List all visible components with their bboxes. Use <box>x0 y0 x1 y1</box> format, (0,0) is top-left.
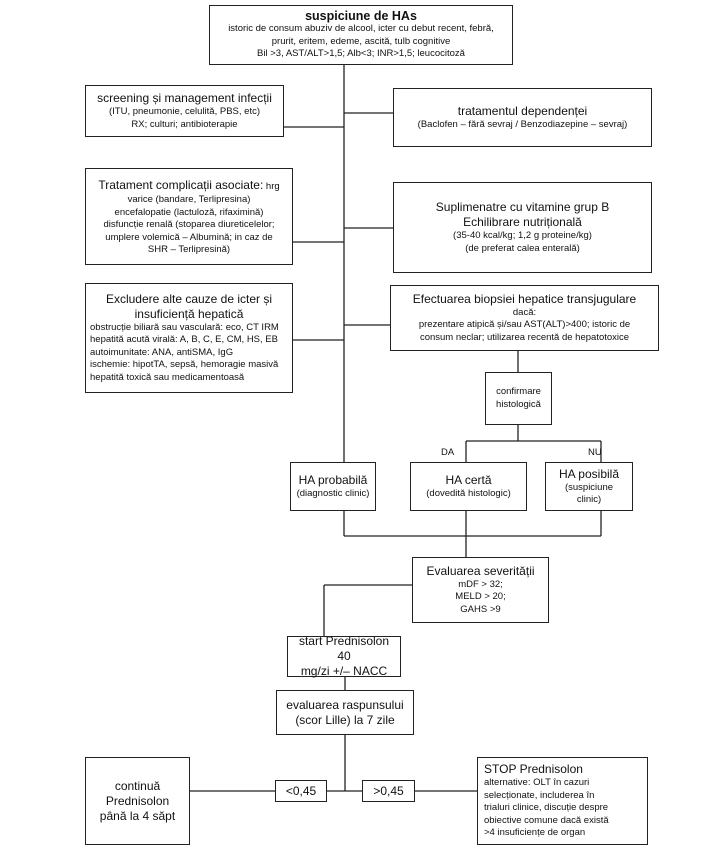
box-excludere-cauze: Excludere alte cauze de icter și insufic… <box>85 283 293 393</box>
title: Suplimenatre cu vitamine grup B <box>435 200 610 214</box>
title: Efectuarea biopsiei hepatice transjugula… <box>412 291 637 306</box>
box-suspiciune-has: suspiciune de HAs istoric de consum abuz… <box>209 5 513 65</box>
text-line: RX; culturi; antibioterapie <box>131 118 238 130</box>
title: Excludere alte cauze de icter și <box>105 291 273 306</box>
text-line: MELD > 20; <box>455 591 506 603</box>
box-tratament-complicatii: Tratament complicații asociate: hrg vari… <box>85 168 293 265</box>
text-line: hepatită toxică sau medicamentoasă <box>90 371 245 383</box>
text-line: SHR – Terlipresină) <box>147 244 231 256</box>
subtitle: insuficiență hepatică <box>134 306 244 321</box>
text-line: obiective comune dacă există <box>484 814 609 826</box>
text-line: (suspiciune <box>564 481 614 493</box>
text-line: (35-40 kcal/kg; 1,2 g proteine/kg) <box>453 230 592 241</box>
text-line: istoric de consum abuziv de alcool, icte… <box>228 23 494 35</box>
box-evaluarea-raspunsului: evaluarea raspunsului (scor Lille) la 7 … <box>276 690 414 735</box>
box-screening-infectii: screening și management infecții (ITU, p… <box>85 85 284 137</box>
box-lille-peste-045: >0,45 <box>362 780 415 802</box>
box-biopsie-hepatica: Efectuarea biopsiei hepatice transjugula… <box>390 285 659 351</box>
text-line: Bil >3, AST/ALT>1,5; Alb<3; INR>1,5; leu… <box>257 48 465 60</box>
text-line: trialuri clinice, discuție despre <box>484 802 609 814</box>
text-line: până la 4 săpt <box>99 808 176 823</box>
text-line: autoimunitate: ANA, antiSMA, IgG <box>90 346 234 358</box>
box-continua-prednisolon: continuă Prednisolon până la 4 săpt <box>85 757 190 845</box>
text-line: (diagnostic clinic) <box>296 487 370 499</box>
text-line: alternative: OLT în cazuri <box>484 777 590 789</box>
text-line: (de preferat calea enterală) <box>465 242 580 254</box>
box-ha-posibila: HA posibilă (suspiciune clinic) <box>545 462 633 511</box>
text-line: disfuncție renală (stoparea diureticelel… <box>103 219 275 231</box>
text-line: GAHS >9 <box>460 603 501 615</box>
box-suplimentare-nutritie: Suplimenatre cu vitamine grup B Echilibr… <box>393 182 652 273</box>
title: Tratament complicații asociate: <box>98 178 264 193</box>
text-line: ischemie: hipotTA, sepsă, hemoragie masi… <box>90 359 279 371</box>
box-lille-sub-045: <0,45 <box>275 780 327 802</box>
branch-label-nu: NU <box>588 447 602 458</box>
box-tratament-dependenta: tratamentul dependenței (Baclofen – fără… <box>393 88 652 147</box>
text-line: (Baclofen – fără sevraj / Benzodiazepine… <box>417 118 628 130</box>
text-line: >0,45 <box>373 783 404 798</box>
title: HA certă <box>445 472 492 487</box>
box-stop-prednisolon: STOP Prednisolon alternative: OLT în caz… <box>477 757 648 845</box>
text-line: clinic) <box>576 494 602 505</box>
box-evaluarea-severitatii: Evaluarea severității mDF > 32; MELD > 2… <box>412 557 549 623</box>
subtitle: Echilibrare nutrițională <box>463 215 582 229</box>
text-line: >4 insuficiențe de organ <box>484 827 586 839</box>
title: Evaluarea severității <box>426 563 535 578</box>
box-ha-certa: HA certă (dovedită histologic) <box>410 462 527 511</box>
text-line: confirmare <box>496 386 541 397</box>
text-line: evaluarea raspunsului <box>286 697 404 712</box>
box-confirmare-histologica: confirmare histologică <box>485 372 552 425</box>
text-line: selecționate, includerea în <box>484 789 595 801</box>
text-line: mg/zi +/– NACC <box>300 664 388 678</box>
text-line: obstrucție biliară sau vasculară: eco, C… <box>90 321 279 333</box>
text-line: histologică <box>496 398 541 410</box>
text-line: hepatită acută virală: A, B, C, E, CM, H… <box>90 334 278 346</box>
text-line: (scor Lille) la 7 zile <box>295 712 395 727</box>
title: STOP Prednisolon <box>484 762 583 777</box>
text-line: umplere volemică – Albumină; in caz de <box>105 231 273 243</box>
text-line: consum neclar; utilizarea recentă de hep… <box>419 331 630 343</box>
text-line: prezentare atipică și/sau AST(ALT)>400; … <box>418 319 631 331</box>
text-line: continuă Prednisolon <box>105 778 170 808</box>
text-line: prurit, eritem, edeme, ascită, tulb cogn… <box>271 35 451 47</box>
text-line: encefalopatie (lactuloză, rifaximină) <box>114 206 264 218</box>
text-line: varice (bandare, Terlipresina) <box>127 194 251 206</box>
title: suspiciune de HAs <box>305 9 417 24</box>
title: HA posibilă <box>558 466 620 481</box>
title: screening și management infecții <box>97 91 272 105</box>
box-ha-probabila: HA probabilă (diagnostic clinic) <box>290 462 376 511</box>
box-start-prednisolon: start Prednisolon 40 mg/zi +/– NACC <box>287 634 401 678</box>
text-line: dacă: <box>512 306 537 318</box>
text-line: start Prednisolon 40 <box>298 634 390 663</box>
text-line: <0,45 <box>285 783 317 798</box>
text-line: mDF > 32; <box>458 578 503 590</box>
text-line: hrg <box>263 181 280 193</box>
title: HA probabilă <box>298 472 368 487</box>
branch-label-da: DA <box>441 447 455 458</box>
text-line: (dovedită histologic) <box>426 487 511 499</box>
text-line: (ITU, pneumonie, celulită, PBS, etc) <box>108 106 260 117</box>
title: tratamentul dependenței <box>457 103 588 118</box>
